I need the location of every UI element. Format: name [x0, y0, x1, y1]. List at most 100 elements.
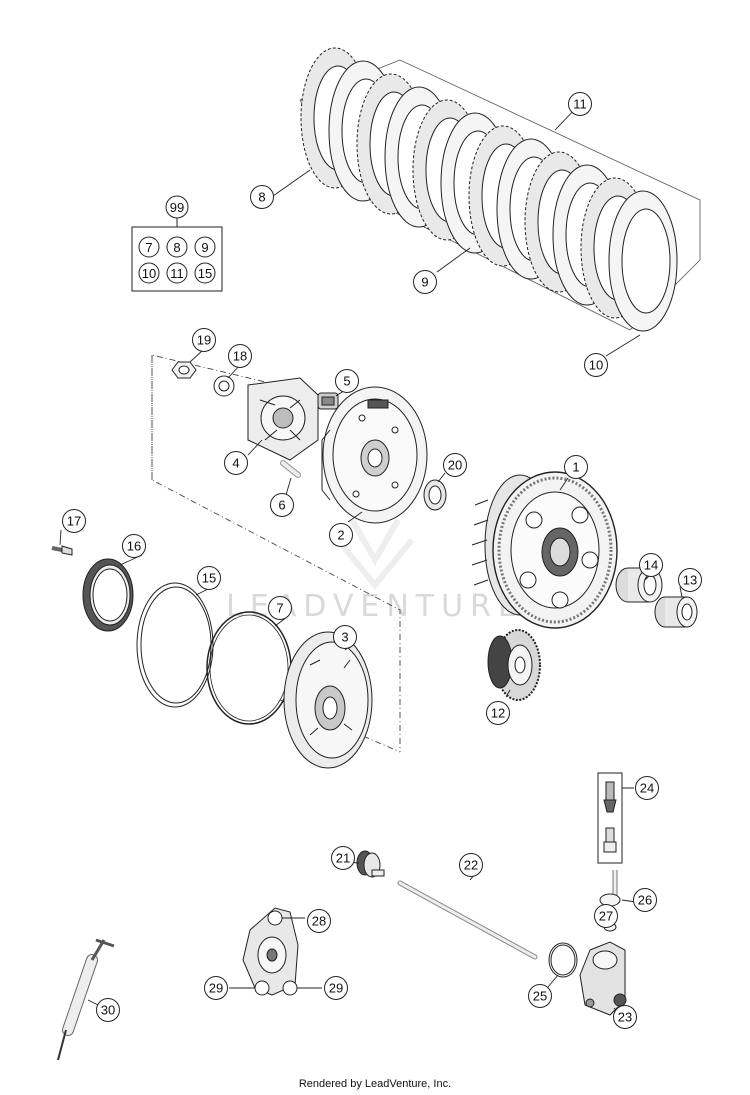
callout-circle: [613, 1005, 637, 1029]
callout-circle: [331, 846, 355, 870]
kit-box: 99 7 8 9 10 11 15: [131, 195, 223, 292]
callout-30: 30: [96, 998, 120, 1022]
callout-label: 17: [67, 514, 81, 529]
callout-circle: [228, 344, 252, 368]
callout-label: 5: [343, 374, 350, 389]
callout-label: 22: [464, 858, 478, 873]
callout-27: 27: [594, 904, 618, 928]
lock-washer-part: [213, 375, 235, 397]
callout-circle: [268, 596, 292, 620]
kit-item: 11: [170, 266, 184, 281]
watermark-logo: [335, 518, 415, 590]
callout-circle: [594, 904, 618, 928]
needle-bearing-part: [615, 567, 663, 603]
callout-19: 19: [192, 328, 216, 352]
callout-11: 11: [568, 92, 592, 116]
callout-circle: [584, 353, 608, 377]
callout-13: 13: [678, 568, 702, 592]
callout-circle: [413, 270, 437, 294]
slave-piston-part: [356, 850, 385, 878]
callout-circle: [204, 976, 228, 1000]
callout-circle: [333, 625, 357, 649]
callout-circle: [459, 853, 483, 877]
footer-credit: Rendered by LeadVenture, Inc.: [298, 1078, 452, 1090]
callout-28: 28: [307, 909, 331, 933]
callout-7: 7: [268, 596, 292, 620]
callout-circle: [270, 493, 294, 517]
callout-22: 22: [459, 853, 483, 877]
inner-hub-part: [247, 377, 319, 461]
kit-item: 7: [145, 240, 152, 255]
callout-label: 29: [329, 981, 343, 996]
callout-2: 2: [329, 523, 353, 547]
callout-label: 11: [573, 97, 587, 112]
callout-17: 17: [62, 509, 86, 533]
callout-9: 9: [413, 270, 437, 294]
plate-bore: [621, 208, 671, 314]
callout-24: 24: [635, 776, 659, 800]
thin-disc-part: [136, 582, 214, 708]
kit-box-label: 99: [170, 200, 184, 215]
callout-circle: [335, 369, 359, 393]
callout-circle: [250, 185, 274, 209]
spring-cup-part: [317, 392, 339, 410]
callout-label: 20: [448, 458, 462, 473]
callout-20: 20: [443, 453, 467, 477]
seal-ring-part: [548, 942, 578, 978]
callout-label: 26: [638, 893, 652, 908]
nut-part: [171, 361, 197, 379]
callout-21: 21: [331, 846, 355, 870]
callout-label: 18: [233, 349, 247, 364]
callout-label: 30: [101, 1003, 115, 1018]
thrust-washer-part: [423, 479, 447, 511]
callout-circle: [307, 909, 331, 933]
callout-label: 9: [421, 275, 428, 290]
callout-26: 26: [633, 888, 657, 912]
banjo-fitting-part: [598, 870, 621, 912]
grease-syringe-part: [57, 938, 115, 1061]
kit-item: 15: [198, 266, 212, 281]
callout-circle: [192, 328, 216, 352]
callout-12: 12: [486, 701, 510, 725]
clutch-plate-stack: [299, 47, 701, 332]
callout-23: 23: [613, 1005, 637, 1029]
callout-label: 1: [572, 460, 579, 475]
callout-10: 10: [584, 353, 608, 377]
callout-circle: [96, 998, 120, 1022]
callout-label: 6: [278, 498, 285, 513]
assembly-dashed-frame: [151, 354, 401, 752]
callout-label: 8: [258, 190, 265, 205]
callout-circle: [564, 455, 588, 479]
pressure-plate-part: [321, 386, 428, 524]
primary-gear-part: [487, 629, 541, 701]
kit-item: 10: [142, 266, 156, 281]
callout-label: 3: [341, 630, 348, 645]
callout-circle: [635, 776, 659, 800]
callout-label: 14: [644, 558, 658, 573]
callout-circle: [443, 453, 467, 477]
kit-item: 8: [173, 240, 180, 255]
callout-label: 27: [599, 909, 613, 924]
callout-circle: [568, 92, 592, 116]
callout-circle: [639, 553, 663, 577]
callout-18: 18: [228, 344, 252, 368]
callout-circle: [329, 523, 353, 547]
callout-label: 24: [640, 781, 654, 796]
callout-29: 29: [204, 976, 228, 1000]
callout-circle: [62, 509, 86, 533]
callout-label: 28: [312, 914, 326, 929]
callout-16: 16: [122, 534, 146, 558]
callout-14: 14: [639, 553, 663, 577]
damper-disc-part: [82, 558, 134, 632]
callout-label: 29: [209, 981, 223, 996]
callout-25: 25: [528, 984, 552, 1008]
clutch-cover-part: [283, 631, 373, 769]
callout-circle: [122, 534, 146, 558]
callout-label: 23: [618, 1010, 632, 1025]
callout-circle: [324, 976, 348, 1000]
callout-label: 12: [491, 706, 505, 721]
callout-label: 15: [202, 571, 216, 586]
leader-lines: [59, 105, 683, 1017]
callout-15: 15: [197, 566, 221, 590]
